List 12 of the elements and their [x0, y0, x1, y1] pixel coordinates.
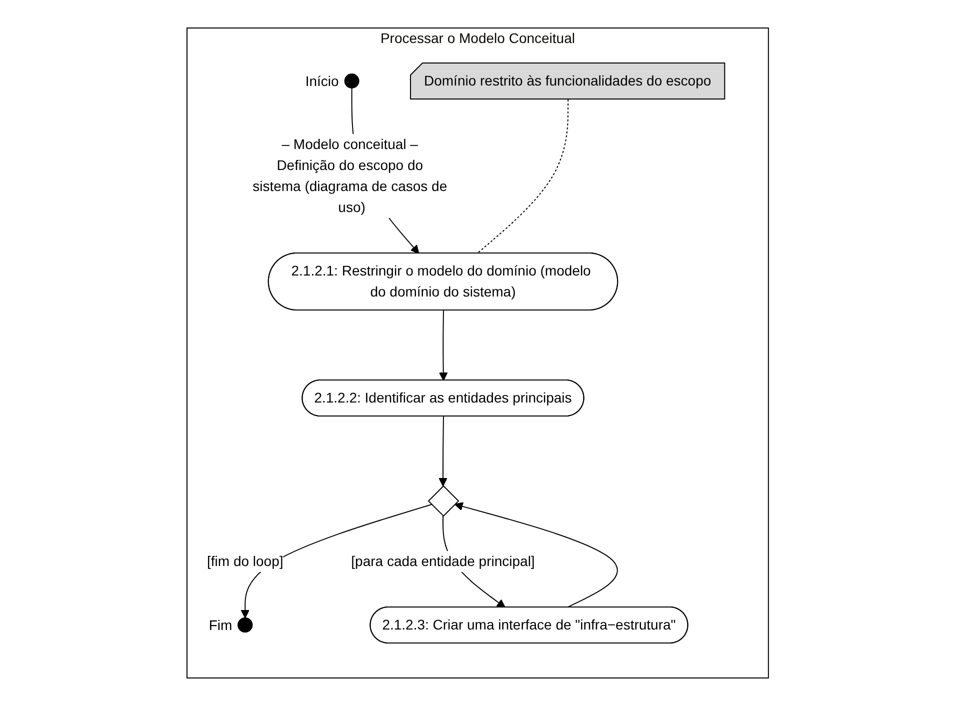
edge-label: [para cada entidade principal]	[351, 552, 536, 569]
edge-label: – Modelo conceitual – Definição do escopo do sistema (diagrama de casos de uso)	[252, 136, 448, 216]
arrow	[241, 504, 432, 618]
arrow	[438, 416, 448, 486]
node-caption: Início	[306, 73, 340, 89]
arrow	[454, 502, 618, 608]
edge-label: [fim do loop]	[207, 552, 284, 569]
arrow	[439, 310, 448, 381]
node-circle	[344, 74, 360, 88]
node-caption: Fim	[209, 616, 232, 633]
connector	[476, 99, 569, 254]
node-diamond	[428, 485, 460, 517]
